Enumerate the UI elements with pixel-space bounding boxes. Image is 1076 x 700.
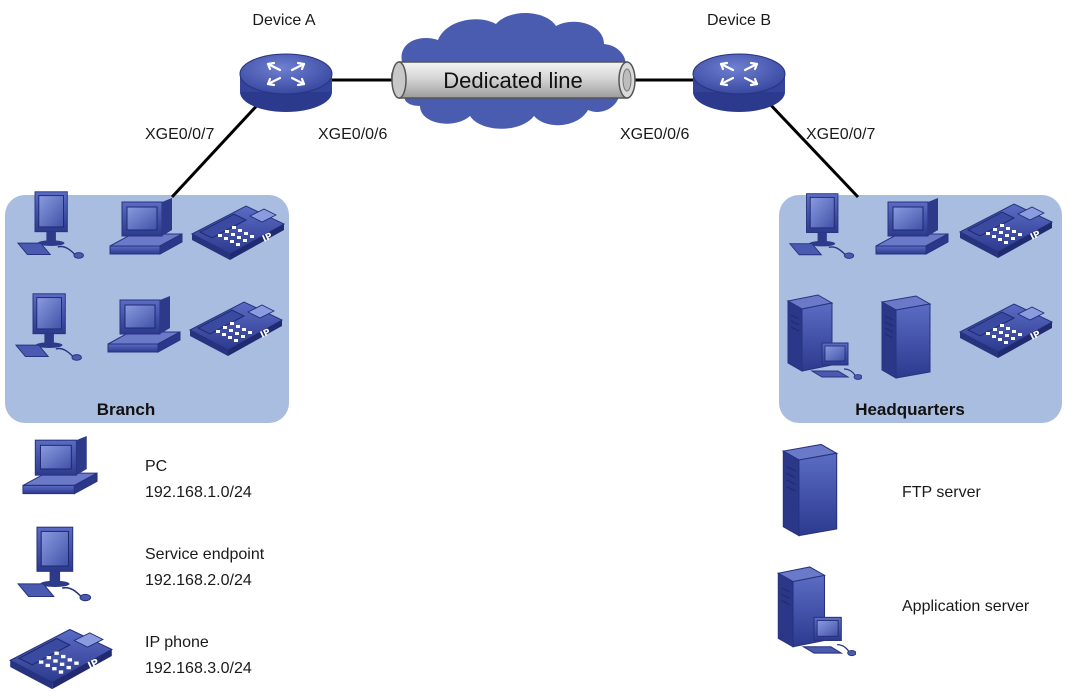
ftp-server-icon xyxy=(881,295,931,379)
legend-pc-icon xyxy=(22,435,98,495)
dedicated-line-label: Dedicated line xyxy=(443,68,582,93)
device-b-label: Device B xyxy=(707,12,771,29)
interface-label-a-xge6: XGE0/0/6 xyxy=(318,126,387,143)
legend-endpoint-name: Service endpoint xyxy=(145,546,265,563)
interface-label-b-xge7: XGE0/0/7 xyxy=(806,126,875,143)
link-device-b-to-headquarters xyxy=(764,98,860,199)
interface-label-b-xge6: XGE0/0/6 xyxy=(620,126,689,143)
legend-ftp-name: FTP server xyxy=(902,484,982,501)
interface-label-a-xge7: XGE0/0/7 xyxy=(145,126,214,143)
legend-endpoint-subnet: 192.168.2.0/24 xyxy=(145,572,252,589)
legend-ip-phone-icon xyxy=(9,628,113,690)
device-a-router-icon[interactable] xyxy=(238,52,334,114)
legend-phone-subnet: 192.168.3.0/24 xyxy=(145,660,252,677)
legend-app-name: Application server xyxy=(902,598,1030,615)
legend-ftp-server-icon xyxy=(782,443,838,537)
device-b-router-icon[interactable] xyxy=(691,52,787,114)
link-branch-to-device-a xyxy=(170,98,264,199)
branch-site-label: Branch xyxy=(97,400,156,419)
headquarters-site-label: Headquarters xyxy=(855,400,965,419)
dedicated-line-tube xyxy=(391,61,636,99)
legend-phone-name: IP phone xyxy=(145,634,209,651)
device-a-label: Device A xyxy=(252,12,315,29)
legend-application-server-icon xyxy=(777,566,856,657)
legend-pc-name: PC xyxy=(145,458,167,475)
legend-service-endpoint-icon xyxy=(17,526,92,602)
legend-pc-subnet: 192.168.1.0/24 xyxy=(145,484,252,501)
